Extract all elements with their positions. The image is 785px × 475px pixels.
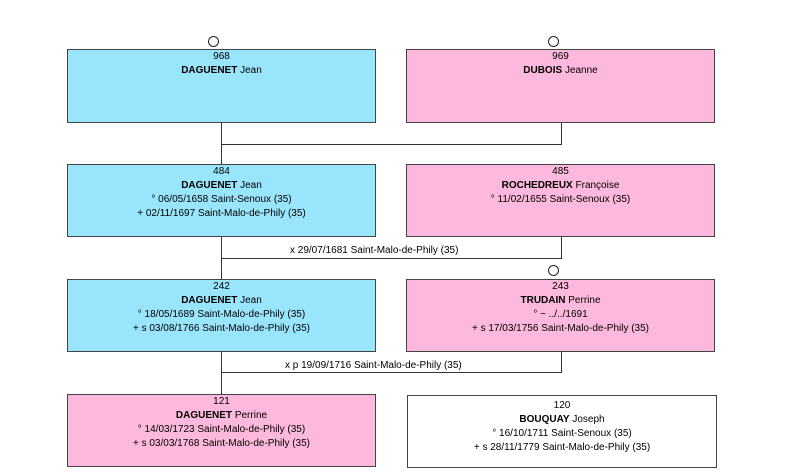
connector-line	[561, 236, 562, 259]
person-name: DAGUENET Jean	[181, 65, 262, 76]
person-box-485[interactable]: 485 ROCHEDREUX Françoise ° 11/02/1655 Sa…	[406, 164, 715, 237]
sosa-number: 969	[552, 51, 569, 62]
birth-event: ° 16/10/1711 Saint-Senoux (35)	[492, 428, 632, 439]
sosa-number: 120	[553, 400, 571, 411]
connector-line	[221, 144, 222, 165]
birth-event: ° 14/03/1723 Saint-Malo-de-Phily (35)	[137, 424, 306, 435]
sosa-number: 484	[213, 166, 230, 177]
person-name: DAGUENET Perrine	[175, 410, 268, 421]
couple-line	[221, 144, 562, 145]
person-box-121[interactable]: 121 DAGUENET Perrine ° 14/03/1723 Saint-…	[67, 394, 376, 467]
person-name: DAGUENET Jean	[181, 295, 262, 306]
no-parents-marker	[548, 36, 559, 47]
person-name: ROCHEDREUX Françoise	[501, 180, 620, 191]
connector-line	[221, 351, 222, 395]
death-event: + s 03/08/1766 Saint-Malo-de-Phily (35)	[132, 323, 311, 334]
sosa-number: 485	[552, 166, 569, 177]
birth-event: ° 18/05/1689 Saint-Malo-de-Phily (35)	[137, 309, 306, 320]
no-parents-marker	[208, 36, 219, 47]
person-box-242[interactable]: 242 DAGUENET Jean ° 18/05/1689 Saint-Mal…	[67, 279, 376, 352]
no-parents-marker	[548, 265, 559, 276]
person-box-484[interactable]: 484 DAGUENET Jean ° 06/05/1658 Saint-Sen…	[67, 164, 376, 237]
person-box-969[interactable]: 969 DUBOIS Jeanne	[406, 49, 715, 123]
birth-event: ° ~ ../../1691	[533, 309, 588, 320]
couple-line	[221, 372, 562, 373]
person-name: DUBOIS Jeanne	[523, 65, 598, 76]
birth-event: ° 11/02/1655 Saint-Senoux (35)	[490, 194, 631, 205]
person-name: TRUDAIN Perrine	[520, 295, 601, 306]
person-box-243[interactable]: 243 TRUDAIN Perrine ° ~ ../../1691 + s 1…	[406, 279, 715, 352]
person-box-120[interactable]: 120 BOUQUAY Joseph ° 16/10/1711 Saint-Se…	[407, 395, 717, 468]
connector-line	[221, 122, 222, 144]
sosa-number: 968	[213, 51, 230, 62]
birth-event: ° 06/05/1658 Saint-Senoux (35)	[151, 194, 292, 205]
death-event: + s 28/11/1779 Saint-Malo-de-Phily (35)	[473, 442, 651, 453]
connector-line	[561, 122, 562, 144]
person-name: BOUQUAY Joseph	[519, 414, 605, 425]
marriage-label: x p 19/09/1716 Saint-Malo-de-Phily (35)	[285, 360, 462, 371]
death-event: + s 17/03/1756 Saint-Malo-de-Phily (35)	[471, 323, 650, 334]
sosa-number: 121	[213, 396, 230, 407]
couple-line	[221, 258, 562, 259]
death-event: + 02/11/1697 Saint-Malo-de-Phily (35)	[137, 208, 306, 219]
person-box-968[interactable]: 968 DAGUENET Jean	[67, 49, 376, 123]
person-name: DAGUENET Jean	[181, 180, 262, 191]
marriage-label: x 29/07/1681 Saint-Malo-de-Phily (35)	[290, 245, 459, 256]
sosa-number: 243	[552, 281, 569, 292]
connector-line	[561, 351, 562, 373]
sosa-number: 242	[213, 281, 230, 292]
death-event: + s 03/03/1768 Saint-Malo-de-Phily (35)	[132, 438, 311, 449]
